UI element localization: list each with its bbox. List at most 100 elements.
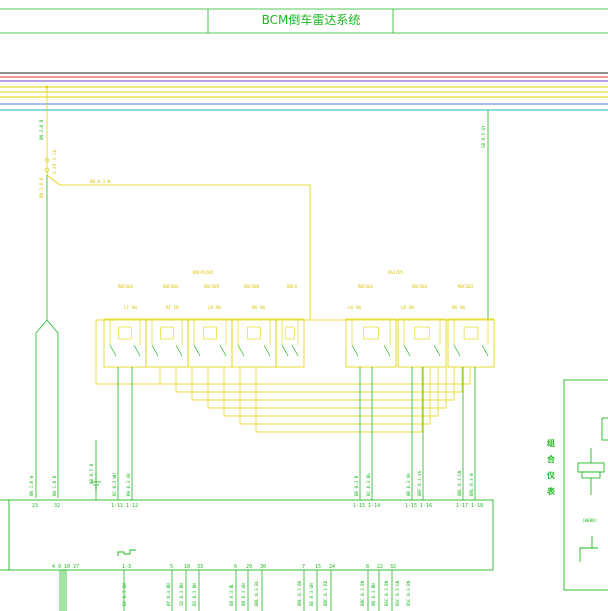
sensor-sub-label-6: LR SN [401,305,414,310]
sensor-element [118,326,132,340]
feed-yellow-branch [46,174,311,320]
bottom-wire-label-11: BBC 0.3 BN [360,580,365,606]
switch-contact-right [433,344,441,357]
sensor-element [160,326,174,340]
group-label-3: RDCS05 [204,284,220,289]
bottom-wire-label-2: BY 0.3 BN [166,583,171,606]
bottom-wire-label-3: SD 0.3 BN [179,583,184,606]
splice-s28 [44,157,50,163]
bcm-pin-bottom-6: 6 [234,564,237,570]
bottom-wire-label-10: BBC 0.3 RD [323,580,328,606]
branch-left-label: BB 2.0 B [39,177,44,198]
bottom-wires [59,570,393,611]
yellow-top-right-label: RA1705 [388,270,404,275]
cluster-outline [563,379,608,591]
sensor-sub-label-2: RF SN [166,305,179,310]
bottom-wire-label-14: BSC 0.3 GN [395,580,400,606]
switch-contact-left [151,344,159,357]
vwire-label-9: BRF 0.3 VG [417,470,422,496]
switch-contact-right [291,344,299,357]
bcm-pin-bottom-3: 5 [170,564,173,570]
feed-green-split-right [46,319,59,498]
diagram-title: BCM倒车雷达系统 [262,12,361,27]
sensor-module-4 [231,318,277,368]
bcm-pin-bottom-5: 33 [197,564,203,570]
sensor-element [247,326,261,340]
sensor-module-5 [275,318,305,368]
cluster-bracket [579,547,598,562]
group-label-6: RDCS01 [358,284,374,289]
splice-label-2: S 29 [52,163,57,174]
cluster-text-char-2: 合 [546,454,556,464]
bcm-pin-32: 32 [54,503,60,509]
bcm-pin-bottom-8: 30 [260,564,266,570]
group-label-5: RDCS [287,284,298,289]
bcm-pin-bottom-9: 7 [302,564,305,570]
sensor-bus-line-1 [159,367,471,385]
bcm-pin-111-112: 1-11 1-12 [111,503,138,509]
bcm-pin-117-118: 1-17 1-18 [456,503,483,509]
bcm-pin-bottom-7: 29 [246,564,252,570]
bottom-wire-label-5: BB 0.3 BL [229,583,234,606]
sensor-sub-label-5: LR SN [348,305,361,310]
cluster-text-char-3: 仪 [546,471,556,480]
switch-contact-left [237,344,245,357]
group-label-8: RDCS03 [458,284,474,289]
vwire-label-11: BRL 0.3 W [469,473,474,496]
sensor-module-8 [447,318,495,368]
switch-contact-right [481,344,489,357]
vwire-label-3: BB 0.5 B [89,463,94,484]
bcm-pin-bottom-2: 1-3 [122,564,131,570]
vwire-label-10: BRL 0.3 GN [457,470,462,496]
cluster-text-char-1: 组 [547,438,555,448]
sensor-module-7 [397,318,447,368]
sensor-module-6 [345,318,397,368]
sensor-module-box [397,318,447,368]
bcm-pin-115-116: 1-15 1-16 [405,503,432,509]
switch-contact-right [133,344,141,357]
splice-symbols [44,157,50,173]
sensor-modules [103,318,495,368]
group-label-1: RDCS03 [118,284,134,289]
bottom-wire-label-13: BSC 0.3 BN [384,580,389,606]
bottom-wire-label-12: BN 0.3 BN [371,583,376,606]
bcm-module [0,499,494,571]
bcm-outline [8,499,494,571]
sensor-module-box [231,318,277,368]
power-bus [0,72,608,111]
sensor-element [363,326,379,340]
bcm-pin-bottom-13: 22 [377,564,383,570]
sensor-sub-label-4: RR SN [252,305,265,310]
bottom-wire-label-9: BE 0.3 GN [309,583,314,606]
sensor-module-box [345,318,397,368]
sensor-module-box [187,318,233,368]
sensor-module-box [447,318,495,368]
sensor-element [285,326,295,340]
splice-point-top [45,85,49,89]
sensor-bus-line-5 [223,367,439,417]
bcm-pin-bottom-14: 32 [390,564,396,570]
switch-contact-left [351,344,359,357]
cluster-text-char-4: 表 [546,486,556,496]
top-wire-label: BN 2.0 B [39,119,44,140]
switch-contact-left [453,344,461,357]
yellow-group-labels: RDCS03 RDCS04 RDCS05 RDCS06 RDCS RDCS01 … [118,284,474,289]
sensor-bus-feed [95,320,160,385]
sensor-bus-line-7 [255,367,423,433]
vwire-label-8: BR 0.3 VH [406,473,411,496]
bcm-pin-bottom-12: 8 [366,564,369,570]
switch-contact-right [219,344,227,357]
sensor-bus [95,319,494,433]
sensor-sub-label-3: LR SN [208,305,221,310]
vwire-label-4: BC 0.3 WH [112,473,117,496]
switch-contact-right [263,344,271,357]
sensor-bus-line-3 [191,367,455,401]
right-wire-label: SB 0.5 GY [481,125,486,148]
sensor-module-1 [103,318,147,368]
sensor-element [414,326,430,340]
sensor-bus-line-6 [239,367,431,425]
bcm-top-pins: 23 32 1-11 1-12 1-15 1-14 1-15 1-16 1-17… [32,503,483,509]
yellow-top-label: RDCP1205 [193,270,214,275]
